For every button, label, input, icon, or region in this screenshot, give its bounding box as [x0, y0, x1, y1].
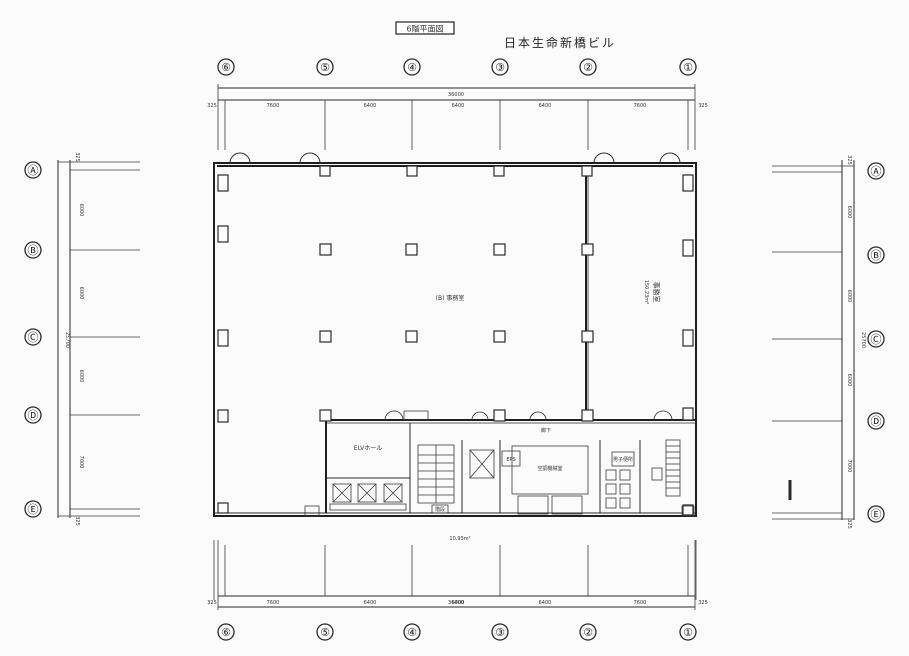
core-area: [304, 423, 695, 517]
grid-row-d-left: Ⓓ: [28, 409, 39, 422]
right-dim-4: 6000: [846, 374, 852, 387]
label-office-b: 事務室: [652, 282, 661, 303]
grid-row-d-right: Ⓓ: [871, 415, 882, 428]
left-total-dim: 25700: [64, 332, 70, 348]
elevator-2: [357, 483, 377, 503]
right-dim-5: 7000: [846, 460, 852, 473]
grid-row-e-right: Ⓔ: [871, 508, 882, 521]
top-dim-6: 7600: [267, 103, 280, 109]
title-badge-frame: [395, 21, 455, 35]
structural-columns: [217, 165, 694, 516]
grid-col-2-bottom: ②: [583, 626, 593, 639]
grid-col-1-top: ①: [683, 61, 693, 74]
bottom-dim-6: 7600: [267, 600, 280, 606]
left-dim-1: 325: [74, 152, 80, 162]
label-elevator-hall: ELVホール: [354, 445, 383, 452]
right-dim-2: 6000: [846, 206, 852, 219]
eps-room: [501, 450, 521, 467]
label-core-area: 10.93m²: [449, 536, 470, 542]
right-dim-1: 325: [846, 155, 852, 165]
label-stair: 階段: [435, 506, 445, 513]
grid-row-b-left: Ⓑ: [28, 244, 39, 257]
label-eps: EPS: [506, 457, 515, 463]
label-office-b-area: 150.23m²: [643, 280, 649, 304]
building-outline: [213, 162, 697, 517]
exterior-stair: [665, 439, 681, 497]
grid-col-4-bottom: ④: [407, 626, 417, 639]
top-dim-3: 6400: [539, 103, 552, 109]
grid-row-a-right: Ⓐ: [871, 165, 882, 178]
elevator-3: [383, 483, 403, 503]
left-dimension-strip: 25700 325 6000 6000 6000 7000 325: [57, 152, 140, 526]
grid-row-c-right: Ⓒ: [871, 333, 882, 346]
building-name: 日本生命新橋ビル: [504, 35, 616, 50]
right-grid-bubbles: Ⓐ Ⓑ Ⓒ Ⓓ Ⓔ: [867, 162, 885, 523]
bottom-dim-3: 6400: [539, 600, 552, 606]
grid-row-b-right: Ⓑ: [871, 249, 882, 262]
core-doors: [384, 410, 673, 421]
grid-row-a-left: Ⓐ: [28, 164, 39, 177]
grid-col-2-top: ②: [583, 61, 593, 74]
bottom-dim-5: 6400: [364, 600, 377, 606]
label-office-main: (B) 事務室: [436, 294, 465, 302]
grid-col-6-top: ⑥: [221, 61, 231, 74]
right-total-dim: 25700: [860, 332, 866, 348]
bottom-dim-2: 7600: [634, 600, 647, 606]
top-dim-7: 325: [207, 103, 217, 109]
grid-col-1-bottom: ①: [683, 626, 693, 639]
grid-col-6-bottom: ⑥: [221, 626, 231, 639]
top-dimension-strip: 36000 325 7600 6400 6400 6400 7600 325: [207, 84, 708, 150]
machine-room-frame: [511, 445, 589, 495]
bottom-dimension-strip: 36000 325 7600 6400 6400 6400 7600 325: [207, 540, 708, 610]
right-dimension-strip: 25700 325 6000 6000 6000 7000 325: [772, 155, 866, 529]
left-grid-bubbles: Ⓐ Ⓑ Ⓒ Ⓓ Ⓔ: [24, 161, 42, 518]
label-wc: 男子便所: [613, 456, 633, 463]
left-dim-2: 6000: [78, 204, 84, 217]
grid-row-e-left: Ⓔ: [28, 503, 39, 516]
grid-col-5-bottom: ⑤: [320, 626, 330, 639]
top-dim-1: 325: [698, 103, 708, 109]
grid-col-4-top: ④: [407, 61, 417, 74]
top-total-dim: 36000: [448, 92, 464, 98]
facade-lines: [213, 480, 792, 600]
top-dim-4: 6400: [452, 103, 465, 109]
bottom-dim-7: 325: [207, 600, 217, 606]
title-block: 6階平面図 日本生命新橋ビル: [395, 21, 616, 50]
grid-col-3-top: ③: [495, 61, 505, 74]
right-dim-6: 325: [846, 519, 852, 529]
bottom-dim-4: 6400: [452, 600, 465, 606]
label-machine-room: 空調機械室: [537, 465, 562, 472]
left-dim-5: 7000: [78, 456, 84, 469]
left-dim-6: 325: [74, 516, 80, 526]
grid-col-5-top: ⑤: [320, 61, 330, 74]
elevator-1: [332, 483, 352, 503]
bottom-dim-1: 325: [698, 600, 708, 606]
top-doors: [229, 152, 681, 164]
title-badge: 6階平面図: [406, 24, 443, 34]
top-dim-5: 6400: [364, 103, 377, 109]
grid-row-c-left: Ⓒ: [28, 331, 39, 344]
left-dim-4: 6000: [78, 370, 84, 383]
bottom-total-dim: 36000: [448, 600, 464, 606]
label-corridor: 廊下: [541, 427, 551, 434]
shaft: [469, 449, 495, 479]
bottom-grid-bubbles: ① ② ③ ④ ⑤ ⑥: [217, 623, 697, 641]
left-dim-3: 6000: [78, 287, 84, 300]
grid-col-3-bottom: ③: [495, 626, 505, 639]
top-dim-2: 7600: [634, 103, 647, 109]
room-labels: (B) 事務室 事務室 150.23m² ELVホール EPS 廊下 空調機械室…: [354, 280, 661, 542]
right-dim-3: 6000: [846, 290, 852, 303]
top-grid-bubbles: ① ② ③ ④ ⑤ ⑥: [217, 58, 697, 76]
